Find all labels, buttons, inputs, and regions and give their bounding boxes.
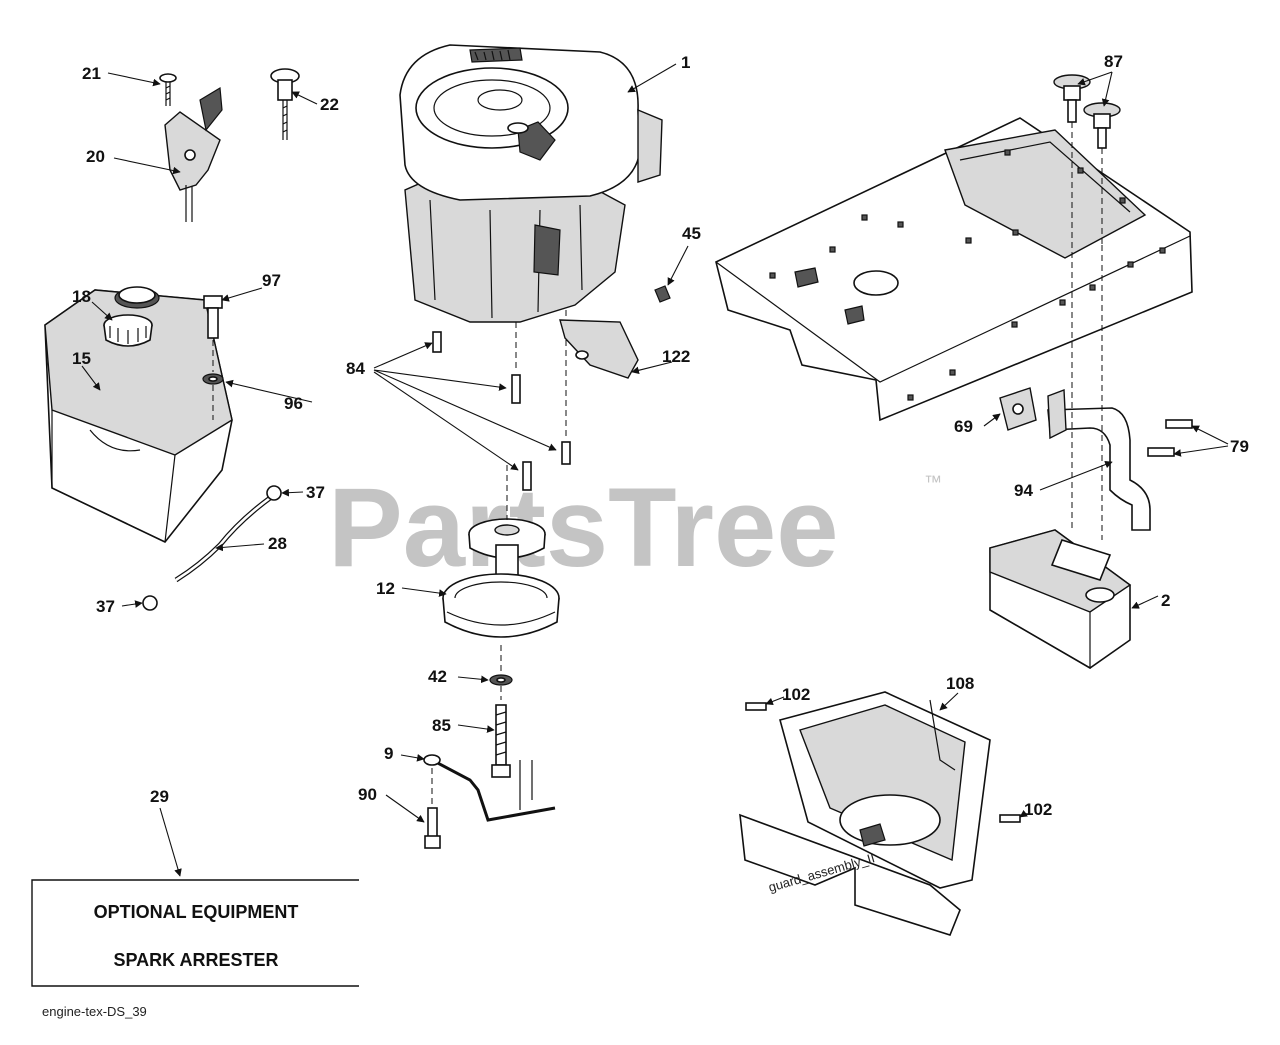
watermark-brand: PartsTree (328, 465, 839, 590)
fuel-tank-part[interactable] (44, 286, 233, 543)
knob-parts[interactable] (1053, 74, 1121, 262)
callout-15[interactable]: 15 (72, 349, 91, 368)
engine-pulley-part[interactable] (442, 465, 560, 672)
callout-87[interactable]: 87 (1104, 52, 1123, 71)
callout-42[interactable]: 42 (428, 667, 447, 686)
callout-9[interactable]: 9 (384, 744, 393, 763)
rod-9-part[interactable] (423, 754, 556, 822)
watermark-trademark: ™ (924, 472, 942, 492)
callout-18[interactable]: 18 (72, 287, 91, 306)
optional-equipment-box: OPTIONAL EQUIPMENT SPARK ARRESTER (31, 879, 359, 987)
callout-37-top[interactable]: 37 (306, 483, 325, 502)
callout-28[interactable]: 28 (268, 534, 287, 553)
callout-29[interactable]: 29 (150, 787, 169, 806)
optional-equipment-title: OPTIONAL EQUIPMENT (94, 902, 299, 922)
callout-84[interactable]: 84 (346, 359, 365, 378)
callout-102-bottom[interactable]: 102 (1024, 800, 1052, 819)
callout-45[interactable]: 45 (682, 224, 701, 243)
callout-85[interactable]: 85 (432, 716, 451, 735)
muffler-part[interactable] (989, 245, 1132, 670)
leader-lines (81, 63, 1229, 877)
bolts-79-part[interactable] (1147, 419, 1193, 457)
nut-45-part[interactable] (654, 285, 671, 303)
spark-arrester-label: SPARK ARRESTER (113, 950, 278, 970)
drawing-code: engine-tex-DS_39 (42, 1004, 147, 1019)
callout-69[interactable]: 69 (954, 417, 973, 436)
callout-labels: 1 2 9 12 15 18 20 21 22 28 29 37 37 42 4… (72, 52, 1249, 819)
callout-20[interactable]: 20 (86, 147, 105, 166)
heat-shield-part[interactable]: guard_assembly_II (739, 691, 991, 936)
callout-102-top[interactable]: 102 (782, 685, 810, 704)
callout-97[interactable]: 97 (262, 271, 281, 290)
watermark: PartsTree ™ (328, 465, 942, 590)
callout-2[interactable]: 2 (1161, 591, 1170, 610)
bolt-97-part[interactable] (202, 295, 224, 420)
chassis-frame (715, 117, 1193, 422)
callout-94[interactable]: 94 (1014, 481, 1033, 500)
deflector-part[interactable] (559, 319, 639, 379)
gasket-69-part[interactable] (999, 387, 1037, 431)
bolt-90-part[interactable] (424, 768, 441, 849)
callout-37-bottom[interactable]: 37 (96, 597, 115, 616)
screw-21-part[interactable] (159, 73, 177, 106)
throttle-control-part[interactable] (164, 86, 223, 222)
callout-21[interactable]: 21 (82, 64, 101, 83)
washer-42-part[interactable] (489, 674, 513, 686)
bolt-85-part[interactable] (491, 686, 511, 778)
engine-part[interactable] (399, 44, 663, 323)
callout-90[interactable]: 90 (358, 785, 377, 804)
fuel-cap-part[interactable] (103, 314, 153, 347)
callout-122[interactable]: 122 (662, 347, 690, 366)
choke-knob-part[interactable] (270, 68, 300, 140)
callout-108[interactable]: 108 (946, 674, 974, 693)
callout-1[interactable]: 1 (681, 53, 690, 72)
callout-79[interactable]: 79 (1230, 437, 1249, 456)
callout-96[interactable]: 96 (284, 394, 303, 413)
callout-12[interactable]: 12 (376, 579, 395, 598)
screws-102-part[interactable] (745, 702, 1021, 823)
callout-22[interactable]: 22 (320, 95, 339, 114)
engine-bolts-part[interactable] (432, 310, 571, 491)
exhaust-pipe-part[interactable] (1047, 389, 1151, 531)
